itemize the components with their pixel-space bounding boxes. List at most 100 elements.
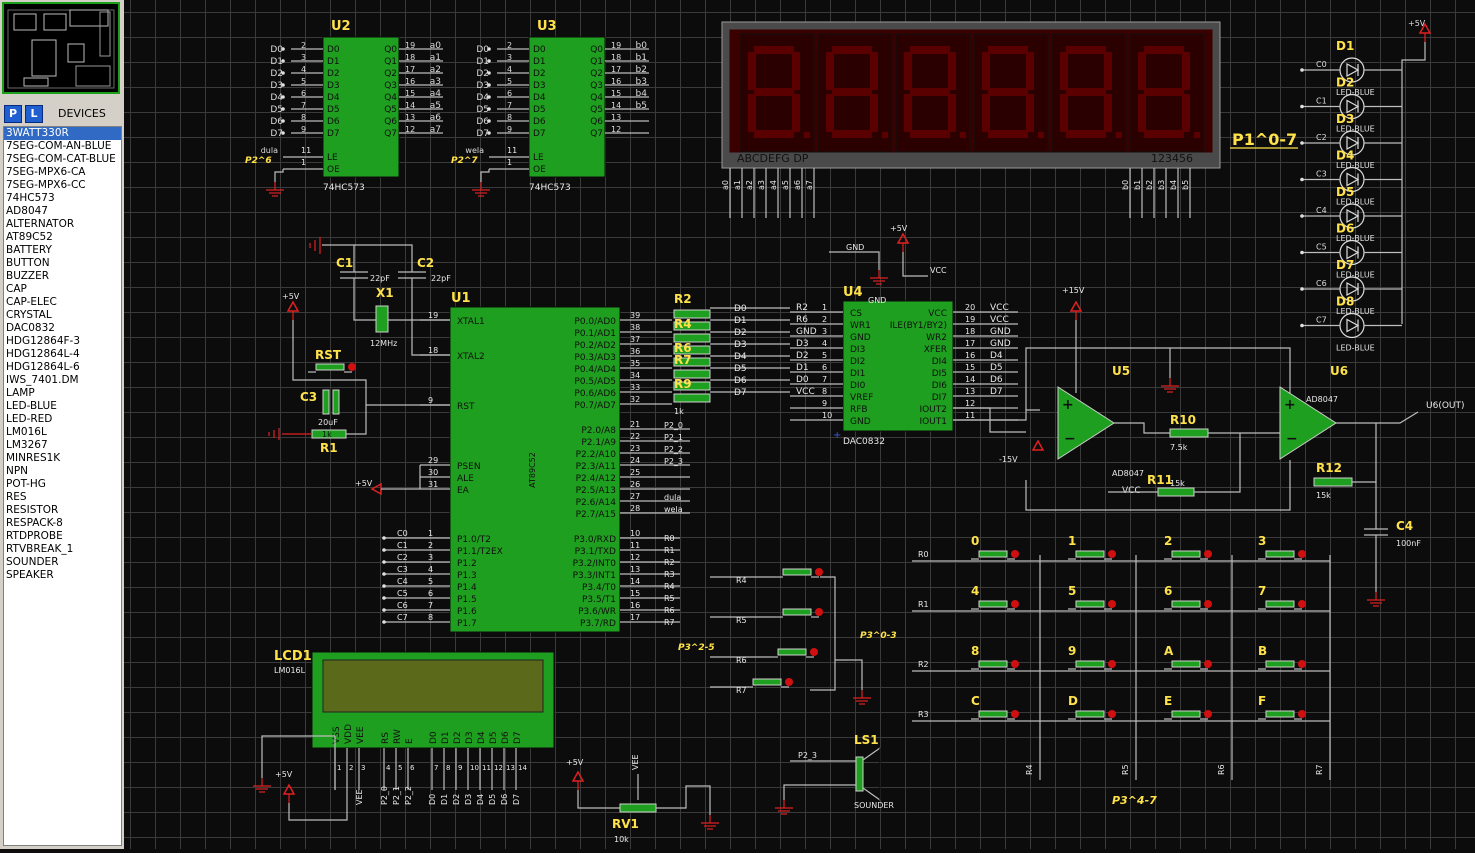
- button-indicator[interactable]: [1011, 660, 1019, 668]
- device-item[interactable]: LED-BLUE: [6, 400, 57, 412]
- respack-resistor[interactable]: [673, 357, 711, 367]
- segment[interactable]: [982, 94, 990, 132]
- button-indicator[interactable]: [1204, 550, 1212, 558]
- segment[interactable]: [910, 88, 950, 96]
- button-indicator[interactable]: [815, 568, 823, 576]
- segment[interactable]: [910, 130, 950, 138]
- device-item[interactable]: POT-HG: [6, 478, 46, 490]
- independent-key[interactable]: [782, 568, 812, 576]
- independent-key[interactable]: [752, 678, 782, 686]
- segment[interactable]: [882, 132, 888, 138]
- segment[interactable]: [988, 46, 1028, 54]
- device-item[interactable]: 7SEG-MPX6-CA: [6, 166, 86, 178]
- potentiometer-rv1[interactable]: [619, 803, 657, 813]
- device-item[interactable]: RESPACK-8: [6, 517, 63, 529]
- segment[interactable]: [1060, 94, 1068, 132]
- keypad-button[interactable]: [1075, 600, 1105, 608]
- segment[interactable]: [1026, 94, 1034, 132]
- button-indicator[interactable]: [1298, 550, 1306, 558]
- button-indicator[interactable]: [1298, 710, 1306, 718]
- segment[interactable]: [832, 88, 872, 96]
- segment[interactable]: [904, 52, 912, 90]
- keypad-button[interactable]: [1171, 600, 1201, 608]
- button-indicator[interactable]: [1011, 600, 1019, 608]
- led-symbol[interactable]: [1346, 281, 1360, 297]
- device-item[interactable]: CAP: [6, 283, 27, 295]
- keypad-button[interactable]: [1171, 660, 1201, 668]
- device-item[interactable]: LED-RED: [6, 413, 53, 425]
- segment[interactable]: [988, 88, 1028, 96]
- segment[interactable]: [1066, 46, 1106, 54]
- power-terminal[interactable]: [286, 300, 300, 312]
- device-item[interactable]: 74HC573: [6, 192, 55, 204]
- device-item[interactable]: BUTTON: [6, 257, 50, 269]
- respack-resistor[interactable]: [673, 333, 711, 343]
- device-item[interactable]: RES: [6, 491, 27, 503]
- resistor-r12[interactable]: [1313, 477, 1353, 487]
- device-item[interactable]: DAC0832: [6, 322, 55, 334]
- segment[interactable]: [748, 52, 756, 90]
- device-item[interactable]: IWS_7401.DM: [6, 374, 79, 386]
- segment[interactable]: [754, 88, 794, 96]
- latch-u2[interactable]: [322, 36, 400, 178]
- keypad-button[interactable]: [1075, 710, 1105, 718]
- led-symbol[interactable]: [1346, 318, 1360, 333]
- respack-resistor[interactable]: [673, 369, 711, 379]
- device-item[interactable]: ALTERNATOR: [6, 218, 75, 230]
- segment[interactable]: [1026, 52, 1034, 90]
- power-terminal[interactable]: [896, 232, 910, 244]
- segment[interactable]: [1038, 132, 1044, 138]
- mcu-at89c52[interactable]: [449, 306, 621, 633]
- button-indicator[interactable]: [1108, 710, 1116, 718]
- segment[interactable]: [948, 52, 956, 90]
- segment[interactable]: [792, 52, 800, 90]
- led-symbol[interactable]: [1346, 245, 1360, 260]
- opamp-u6[interactable]: [1279, 386, 1337, 460]
- keypad-button[interactable]: [1171, 550, 1201, 558]
- segment[interactable]: [754, 130, 794, 138]
- led-symbol[interactable]: [1346, 172, 1360, 187]
- segment[interactable]: [988, 130, 1028, 138]
- device-item[interactable]: AT89C52: [6, 231, 53, 243]
- device-item[interactable]: LM3267: [6, 439, 48, 451]
- power-terminal[interactable]: [571, 770, 585, 782]
- device-item[interactable]: BATTERY: [6, 244, 52, 256]
- keypad-button[interactable]: [1171, 710, 1201, 718]
- button-indicator[interactable]: [810, 648, 818, 656]
- led-symbol[interactable]: [1346, 208, 1360, 224]
- led-symbol[interactable]: [1346, 135, 1360, 151]
- segment[interactable]: [826, 52, 834, 90]
- segment[interactable]: [1060, 52, 1068, 90]
- segment[interactable]: [748, 94, 756, 132]
- device-item[interactable]: 7SEG-MPX6-CC: [6, 179, 86, 191]
- keypad-button[interactable]: [1265, 660, 1295, 668]
- schematic-overview-map[interactable]: [2, 2, 120, 94]
- segment[interactable]: [1194, 132, 1200, 138]
- segment[interactable]: [870, 94, 878, 132]
- device-item[interactable]: RESISTOR: [6, 504, 59, 516]
- device-item[interactable]: CRYSTAL: [6, 309, 52, 321]
- segment[interactable]: [870, 52, 878, 90]
- capacitor-c3[interactable]: [322, 389, 330, 415]
- segment[interactable]: [1182, 52, 1190, 90]
- button-indicator[interactable]: [815, 608, 823, 616]
- sounder-ls1[interactable]: [855, 756, 864, 792]
- resistor-r11[interactable]: [1157, 487, 1195, 497]
- segment[interactable]: [1104, 94, 1112, 132]
- segment[interactable]: [1182, 94, 1190, 132]
- respack-resistor[interactable]: [673, 381, 711, 391]
- device-item[interactable]: HDG12864L-6: [6, 361, 80, 373]
- keypad-button[interactable]: [978, 660, 1008, 668]
- dac0832[interactable]: [842, 300, 954, 432]
- segment[interactable]: [1116, 132, 1122, 138]
- power-terminal[interactable]: [282, 783, 296, 795]
- device-item[interactable]: RTVBREAK_1: [6, 543, 74, 555]
- button-indicator[interactable]: [1298, 660, 1306, 668]
- segment[interactable]: [1144, 130, 1184, 138]
- keypad-button[interactable]: [1265, 710, 1295, 718]
- device-item[interactable]: BUZZER: [6, 270, 50, 282]
- segment[interactable]: [904, 94, 912, 132]
